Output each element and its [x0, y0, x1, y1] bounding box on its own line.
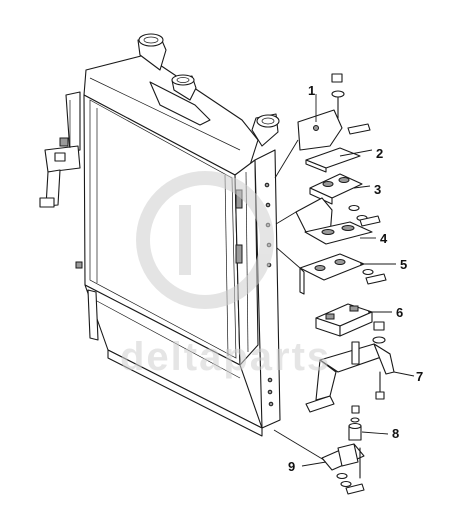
top-pipe-middle: [171, 74, 197, 101]
part-8-bushing: [348, 405, 362, 441]
part-5-plate: [299, 253, 387, 295]
left-mount-bracket: [39, 91, 81, 208]
callout-2: 2: [339, 146, 383, 161]
callout-label-3: 3: [374, 182, 381, 197]
part-4-bracket: [295, 197, 381, 245]
assembly-guide-lines: [273, 139, 325, 461]
part-3-mount: [309, 173, 363, 205]
dp-logo-circle: [136, 171, 274, 309]
part-6-rubber-mount: [315, 303, 373, 337]
lower-frame: [75, 261, 263, 437]
watermark-text: deltaparts: [120, 335, 331, 379]
top-pipe-left: [137, 33, 167, 71]
callout-5: 5: [360, 257, 407, 272]
callout-label-7: 7: [416, 369, 423, 384]
callout-1: 1: [308, 83, 317, 122]
callout-label-2: 2: [376, 146, 383, 161]
side-mount-post: [254, 149, 281, 429]
radiator-assembly: [39, 33, 281, 437]
callout-7: 7: [393, 369, 423, 384]
callout-3: 3: [353, 182, 381, 197]
callout-4: 4: [360, 231, 388, 246]
callout-label-5: 5: [400, 257, 407, 272]
callout-label-1: 1: [308, 83, 315, 98]
part-2-pad: [305, 147, 361, 173]
callout-label-4: 4: [380, 231, 388, 246]
part-7-support: [305, 321, 395, 413]
watermark: deltaparts: [120, 171, 331, 379]
part-9-foot-bracket: [321, 443, 365, 495]
callout-9: 9: [288, 459, 327, 474]
part-1-plate: [297, 73, 371, 151]
callout-6: 6: [368, 305, 403, 320]
callout-label-8: 8: [392, 426, 399, 441]
callout-label-9: 9: [288, 459, 295, 474]
callout-8: 8: [361, 426, 399, 441]
top-pipe-right: [251, 113, 280, 147]
top-tank: [83, 54, 259, 176]
callout-label-6: 6: [396, 305, 403, 320]
